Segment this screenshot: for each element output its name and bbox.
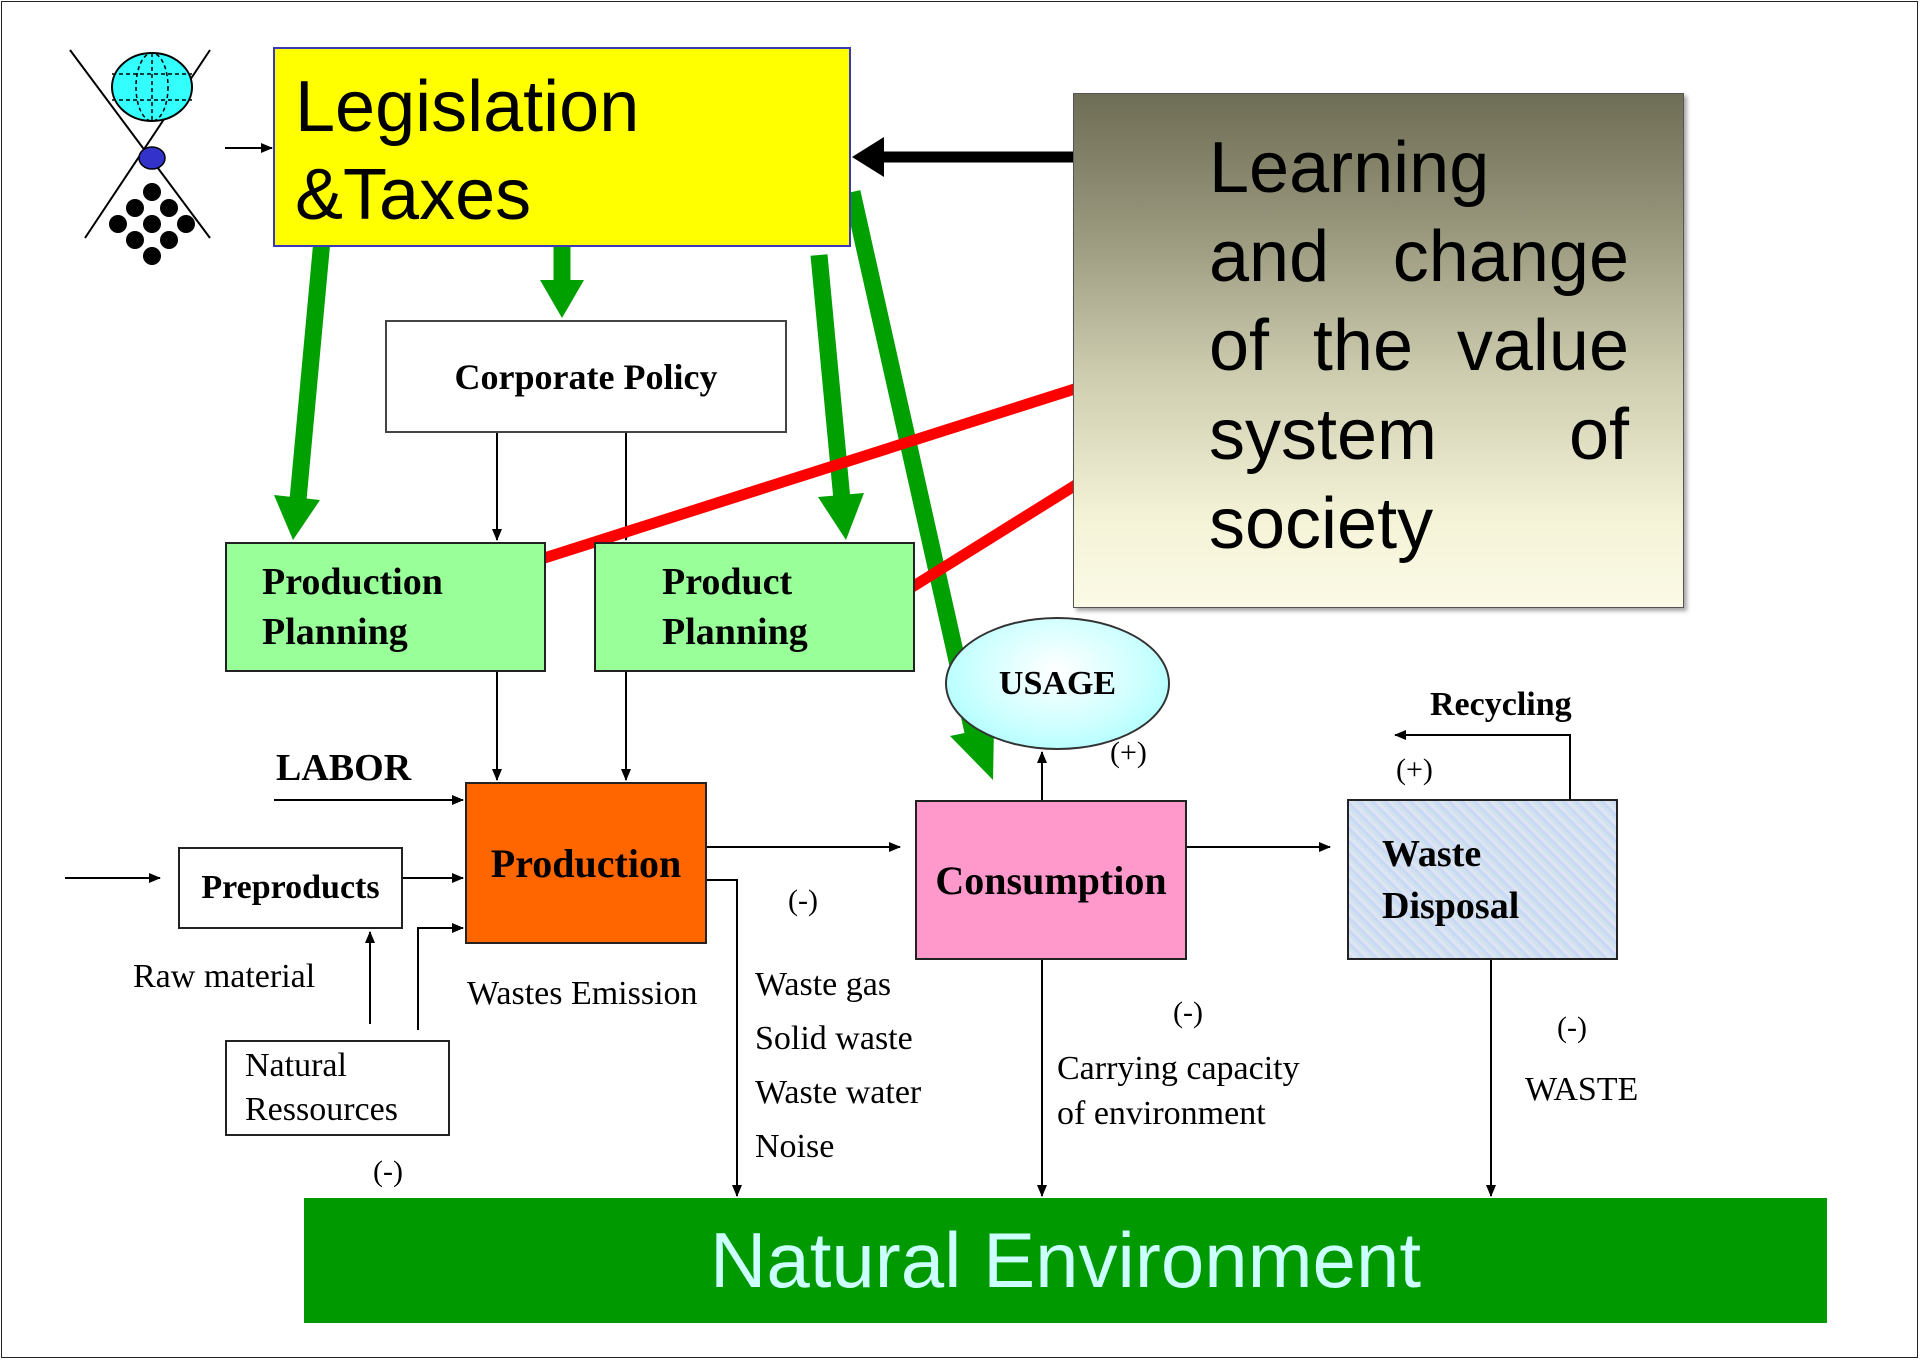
natural-resources-box: Natural Ressources: [225, 1040, 450, 1136]
production-box: Production: [465, 782, 707, 944]
product-planning-box: Product Planning: [594, 542, 915, 672]
resources-minus-sign: (-): [373, 1155, 403, 1188]
learning-value-system-box: Learning and change of the value system …: [1073, 93, 1684, 608]
raw-material-label: Raw material: [133, 958, 316, 995]
recycling-label: Recycling: [1430, 686, 1572, 723]
natural-environment-bar: Natural Environment: [304, 1198, 1827, 1323]
legislation-taxes-box: Legislation &Taxes: [273, 47, 851, 247]
wastes-emission-label: Wastes Emission: [467, 975, 698, 1012]
values-to-prodplan-arrow: [533, 351, 1177, 567]
emission-waste-gas: Waste gas: [755, 966, 892, 1003]
corporate-policy-box: Corporate Policy: [385, 320, 787, 433]
waste-disposal-box: Waste Disposal: [1347, 799, 1618, 960]
natural-environment-label: Natural Environment: [710, 1216, 1421, 1304]
emission-waste-water: Waste water: [755, 1074, 922, 1111]
globe-network-icon: [69, 49, 211, 265]
emission-solid-waste: Solid waste: [755, 1020, 913, 1057]
emission-noise: Noise: [755, 1128, 835, 1165]
waste-minus-sign: (-): [1557, 1011, 1587, 1044]
carrying-capacity-label: Carrying capacity of environment: [1057, 1046, 1300, 1136]
emission-list: Waste gas Solid waste Waste water Noise: [755, 958, 921, 1174]
legislation-label: Legislation &Taxes: [295, 67, 640, 235]
consumption-minus-sign: (-): [1173, 996, 1203, 1029]
resources-to-production-arrow: [417, 923, 464, 1030]
carrying-capacity-line-1: Carrying capacity: [1057, 1050, 1300, 1087]
legislation-to-consumption-arrow: [843, 190, 982, 734]
waste-label: WASTE: [1525, 1071, 1639, 1108]
carrying-capacity-line-2: of environment: [1057, 1095, 1266, 1132]
recycling-arrow: [1394, 730, 1571, 799]
preproducts-box: Preproducts: [178, 847, 403, 929]
learning-label: Learning and change of the value system …: [1209, 128, 1629, 564]
production-minus-sign: (-): [788, 884, 818, 917]
labor-label: LABOR: [276, 747, 412, 789]
production-planning-box: Production Planning: [225, 542, 546, 672]
production-emission-arrow: [707, 879, 742, 1197]
legislation-to-prodplan-arrow: [289, 239, 331, 501]
usage-plus-sign: (+): [1110, 736, 1147, 769]
usage-ellipse: USAGE: [945, 617, 1170, 750]
recycling-plus-sign: (+): [1396, 753, 1433, 786]
consumption-box: Consumption: [915, 800, 1187, 960]
